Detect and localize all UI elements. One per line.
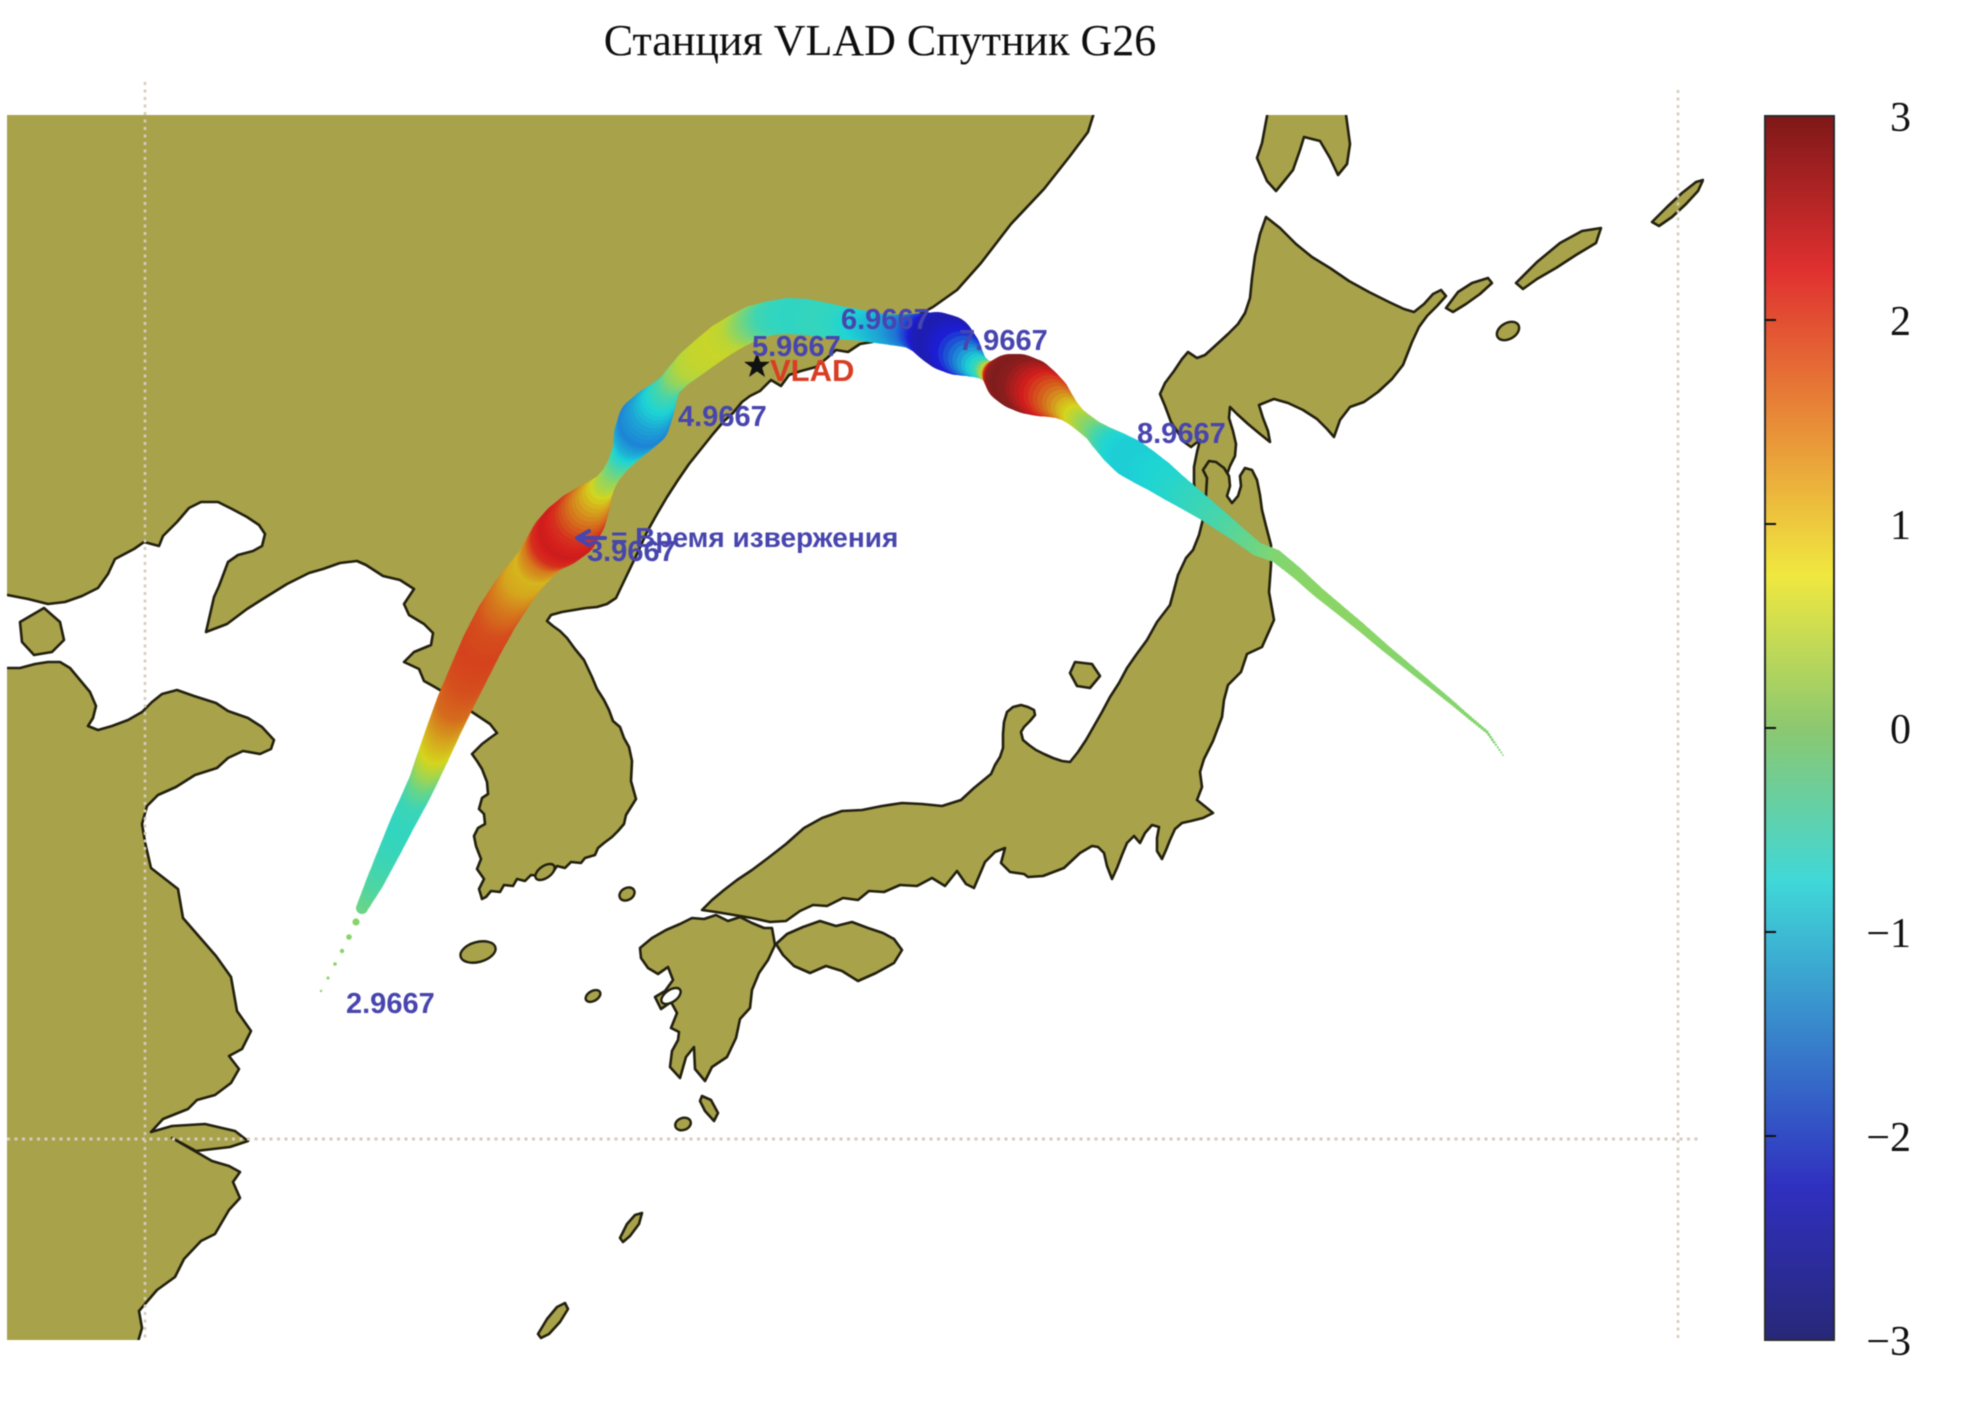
svg-text:−2: −2 [1866, 1115, 1911, 1161]
svg-text:= Время извержения: = Время извержения [611, 522, 898, 553]
svg-text:VLAD: VLAD [770, 353, 854, 388]
svg-text:3.9667: 3.9667 [587, 536, 676, 568]
svg-text:−3: −3 [1866, 1319, 1911, 1365]
svg-text:0: 0 [1890, 707, 1911, 753]
svg-text:2: 2 [1890, 299, 1911, 345]
svg-text:7.9667: 7.9667 [959, 325, 1048, 357]
svg-text:4.9667: 4.9667 [678, 401, 767, 433]
svg-text:5.9667: 5.9667 [752, 331, 841, 363]
svg-text:−1: −1 [1866, 911, 1911, 957]
svg-text:2.9667: 2.9667 [346, 988, 435, 1020]
svg-text:3: 3 [1890, 95, 1911, 141]
svg-text:8.9667: 8.9667 [1137, 418, 1226, 450]
svg-text:6.9667: 6.9667 [841, 304, 930, 336]
svg-text:1: 1 [1890, 503, 1911, 549]
